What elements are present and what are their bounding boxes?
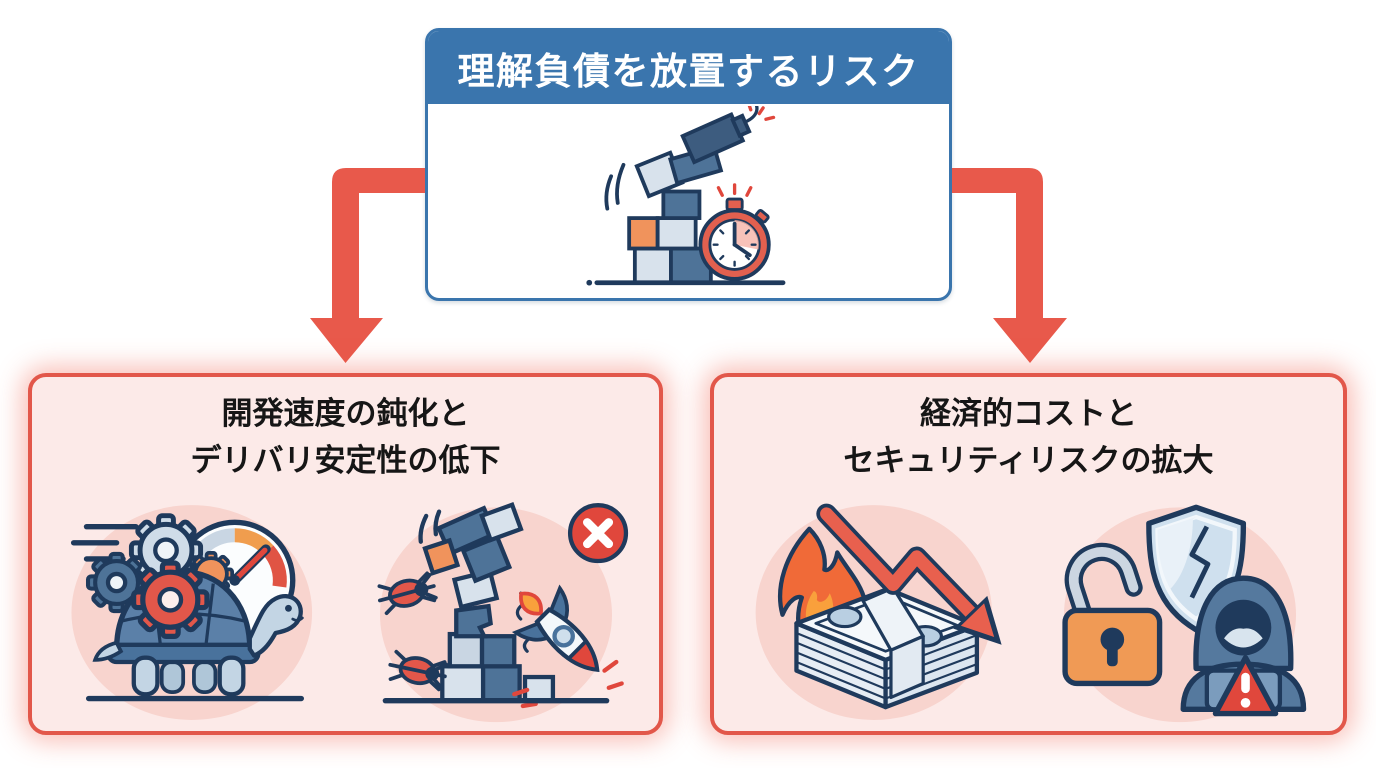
right-risk-title-line1: 経済的コストと <box>919 396 1137 431</box>
right-risk-box: 経済的コストと セキュリティリスクの拡大 <box>710 373 1347 735</box>
left-risk-title: 開発速度の鈍化と デリバリ安定性の低下 <box>191 391 501 484</box>
motion-dashes <box>418 508 442 544</box>
right-illustrations-row <box>714 484 1343 731</box>
turtle-tail <box>92 639 123 662</box>
left-arrow-shape <box>310 168 425 363</box>
top-box-body <box>428 104 949 298</box>
rocket-flame <box>519 591 544 615</box>
ground-dot <box>585 279 592 286</box>
left-risk-title-line2: デリバリ安定性の低下 <box>190 442 501 478</box>
elbow-arrow-down-right-icon <box>952 168 1067 363</box>
elbow-arrow-down-left-icon <box>310 168 425 363</box>
burning-money-declining-arrow-icon <box>755 503 1002 720</box>
top-box-header: 理解負債を放置するリスク <box>428 31 949 104</box>
error-x-icon <box>568 502 629 563</box>
turtle-eye <box>284 604 292 612</box>
turtle-icon <box>92 563 304 696</box>
left-risk-title-line1: 開発速度の鈍化と <box>221 396 470 431</box>
block-tower-icon <box>422 501 556 703</box>
right-risk-title: 経済的コストと セキュリティリスクの拡大 <box>843 391 1213 484</box>
bomb-icon <box>679 106 775 165</box>
declining-zigzag-arrow-icon <box>816 503 1002 645</box>
collapsing-blocks-bugs-crashing-rocket-icon <box>374 501 629 722</box>
impact-lines <box>512 659 625 708</box>
left-risk-box: 開発速度の鈍化と デリバリ安定性の低下 <box>28 373 663 735</box>
motion-dashes <box>604 163 625 211</box>
rocket-icon <box>512 583 600 672</box>
block-stack-icon <box>626 144 723 285</box>
right-arrow-shape <box>952 168 1067 363</box>
left-illustrations-row <box>32 484 659 731</box>
warning-triangle-icon <box>1212 654 1278 716</box>
spark-icon <box>747 106 775 121</box>
stopwatch-icon <box>698 183 771 281</box>
open-padlock-icon <box>1062 542 1162 686</box>
open-padlock-broken-shield-hacker-icon <box>1062 504 1306 722</box>
turtle-gears-speedometer-icon <box>70 504 312 720</box>
hacker-chin <box>1223 627 1263 647</box>
toppling-blocks-bomb-stopwatch-icon <box>585 106 785 286</box>
gear-icons <box>88 515 234 610</box>
right-risk-title-line2: セキュリティリスクの拡大 <box>843 442 1214 478</box>
page-title: 理解負債を放置するリスク <box>457 50 920 92</box>
top-risk-box: 理解負債を放置するリスク <box>425 28 952 301</box>
